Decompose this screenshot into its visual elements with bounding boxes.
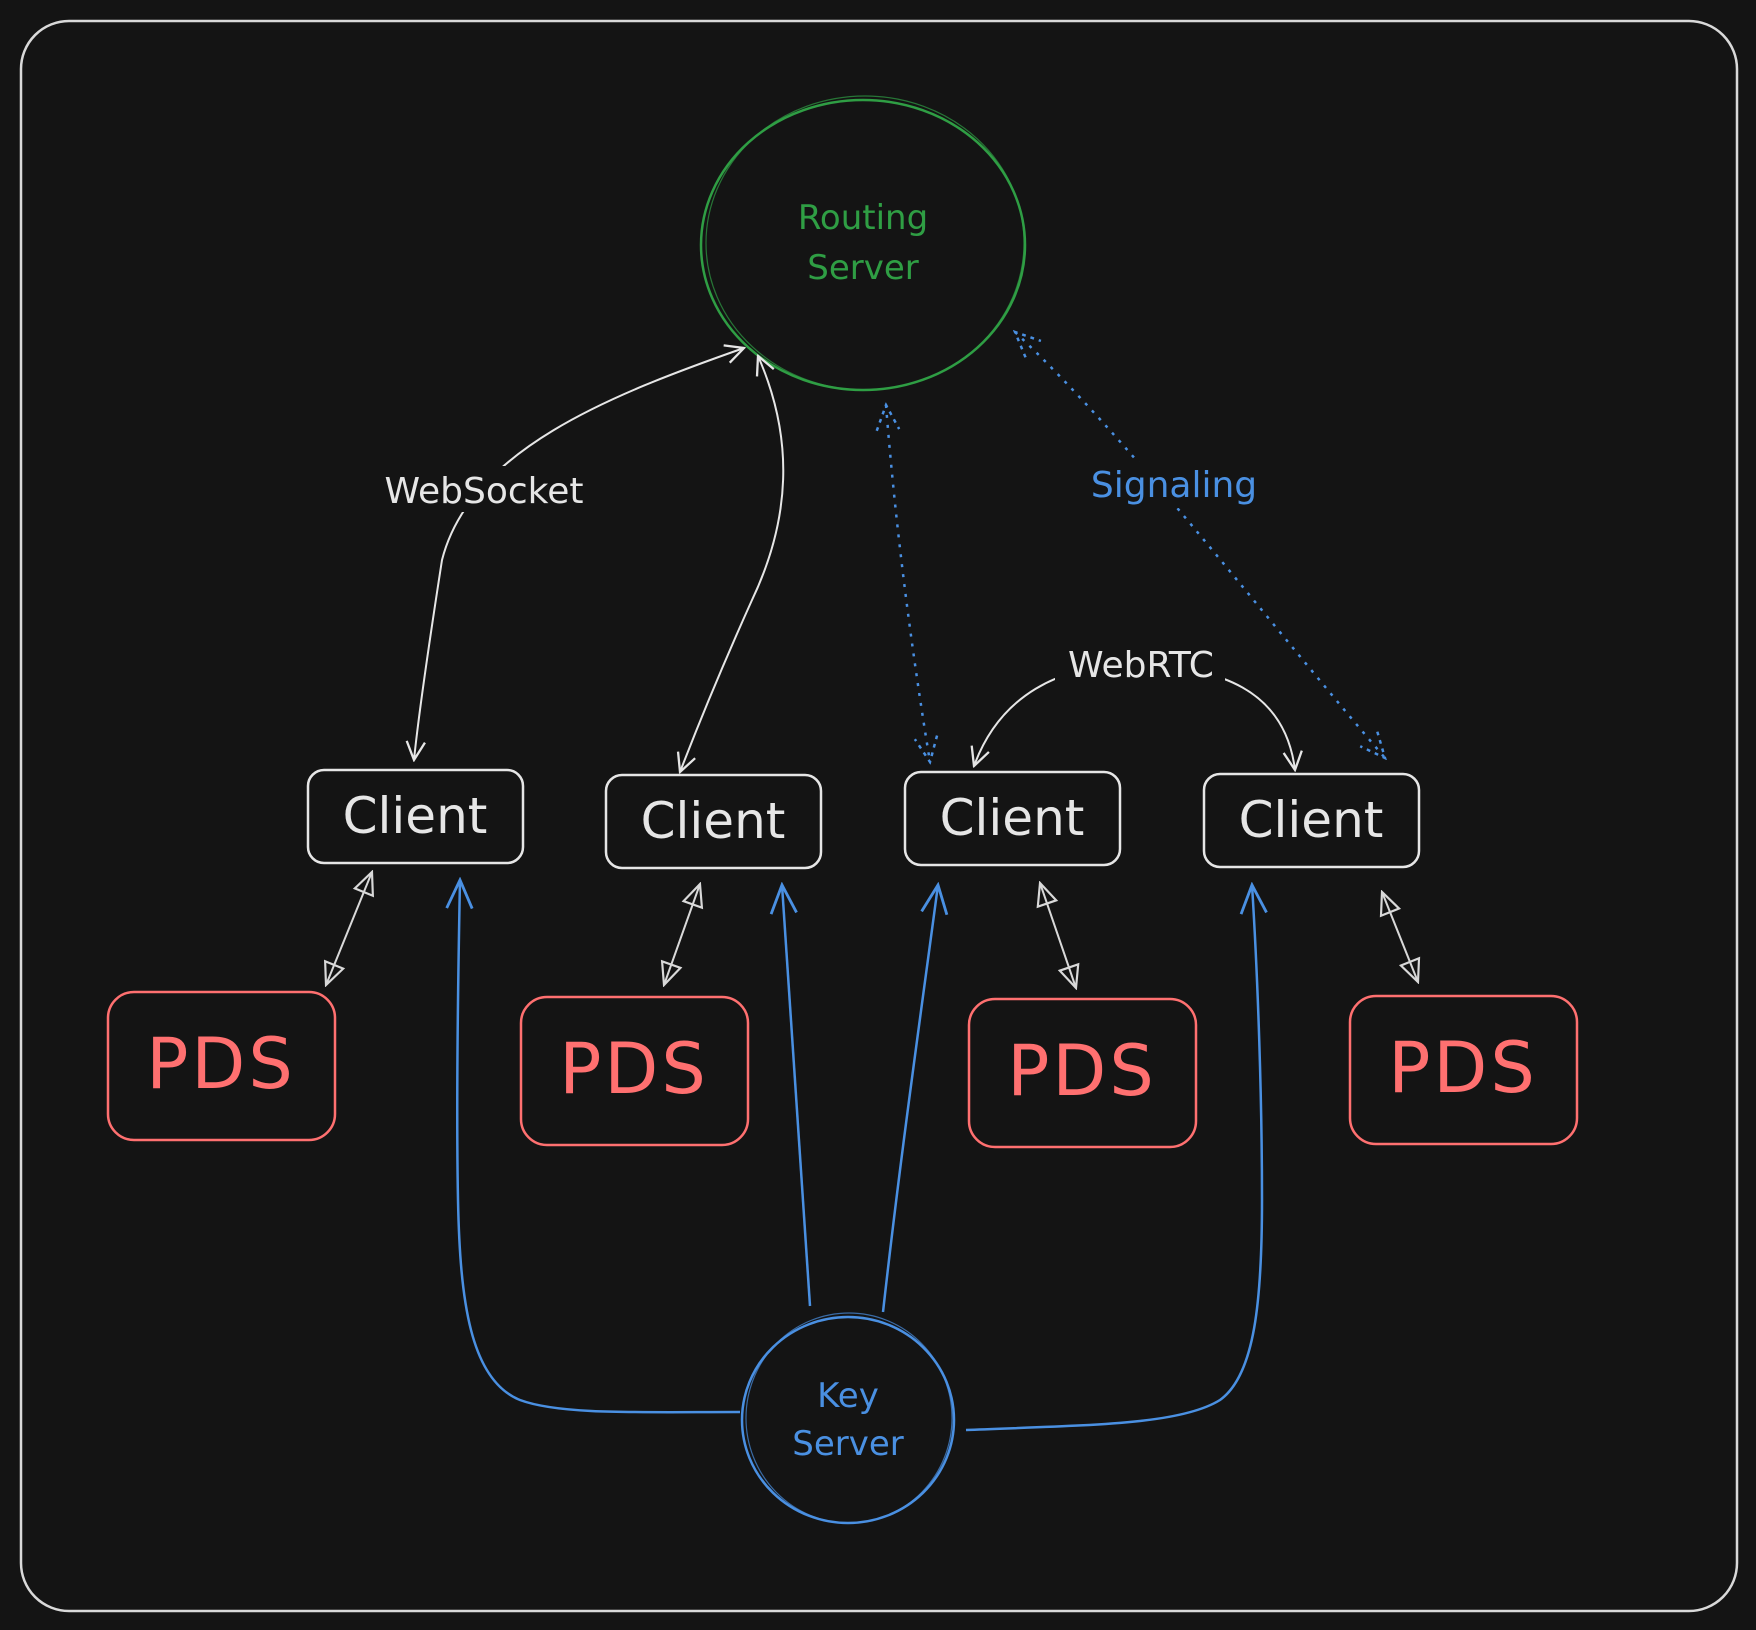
routing-server-label-line1: Routing bbox=[798, 198, 928, 238]
pds-box-4 bbox=[1348, 994, 1579, 1146]
client-box-1 bbox=[306, 768, 525, 865]
pds-node-4[interactable]: PDS bbox=[1348, 994, 1579, 1146]
client-pds-link-3[interactable] bbox=[1040, 883, 1076, 988]
key-connector-client-1[interactable] bbox=[457, 880, 741, 1414]
websocket-label-bg bbox=[376, 466, 592, 512]
routing-server-label-line2: Server bbox=[807, 248, 919, 288]
pds-label-4: PDS bbox=[1388, 1027, 1538, 1109]
key-server-label-line1: Key bbox=[817, 1376, 879, 1416]
diagram-frame bbox=[19, 19, 1739, 1613]
pds-node-2[interactable]: PDS bbox=[519, 995, 750, 1147]
routing-server-circle bbox=[699, 98, 1027, 392]
client-pds-link-2[interactable] bbox=[664, 884, 700, 985]
signaling-connector-client-3[interactable] bbox=[886, 405, 930, 762]
pds-box-3 bbox=[967, 997, 1198, 1149]
pds-box-1 bbox=[106, 990, 337, 1142]
webrtc-label-bg bbox=[1055, 640, 1225, 686]
client-label-2: Client bbox=[641, 792, 786, 850]
key-server-node[interactable]: Key Server bbox=[740, 1312, 956, 1525]
websocket-label: WebSocket bbox=[385, 471, 584, 512]
pds-box-2 bbox=[519, 995, 750, 1147]
key-connector-client-2[interactable] bbox=[782, 885, 812, 1307]
routing-server-node[interactable]: Routing Server bbox=[699, 95, 1027, 392]
signaling-label-bg bbox=[1083, 462, 1265, 508]
client-node-4[interactable]: Client bbox=[1202, 772, 1421, 869]
client-node-3[interactable]: Client bbox=[903, 770, 1122, 867]
client-pds-link-1[interactable] bbox=[326, 872, 372, 985]
pds-label-3: PDS bbox=[1007, 1030, 1157, 1112]
key-connector-client-4[interactable] bbox=[965, 885, 1262, 1432]
client-label-1: Client bbox=[343, 787, 488, 845]
websocket-connector-client-2[interactable] bbox=[680, 356, 785, 772]
signaling-label: Signaling bbox=[1091, 465, 1257, 506]
webrtc-label: WebRTC bbox=[1068, 645, 1214, 686]
pds-node-1[interactable]: PDS bbox=[106, 990, 337, 1142]
client-label-4: Client bbox=[1239, 791, 1384, 849]
client-pds-link-4[interactable] bbox=[1382, 892, 1418, 982]
pds-label-2: PDS bbox=[559, 1028, 709, 1110]
pds-node-3[interactable]: PDS bbox=[967, 997, 1198, 1149]
websocket-connector-client-1[interactable] bbox=[414, 348, 744, 760]
client-node-2[interactable]: Client bbox=[604, 773, 823, 870]
key-server-circle-sketch bbox=[745, 1312, 953, 1524]
pds-label-1: PDS bbox=[146, 1023, 296, 1105]
key-connector-client-3[interactable] bbox=[881, 885, 938, 1313]
client-label-3: Client bbox=[940, 789, 1085, 847]
signaling-connector-client-4[interactable] bbox=[1015, 332, 1385, 758]
client-box-2 bbox=[604, 773, 823, 870]
key-server-label-line2: Server bbox=[792, 1424, 904, 1464]
client-node-1[interactable]: Client bbox=[306, 768, 525, 865]
